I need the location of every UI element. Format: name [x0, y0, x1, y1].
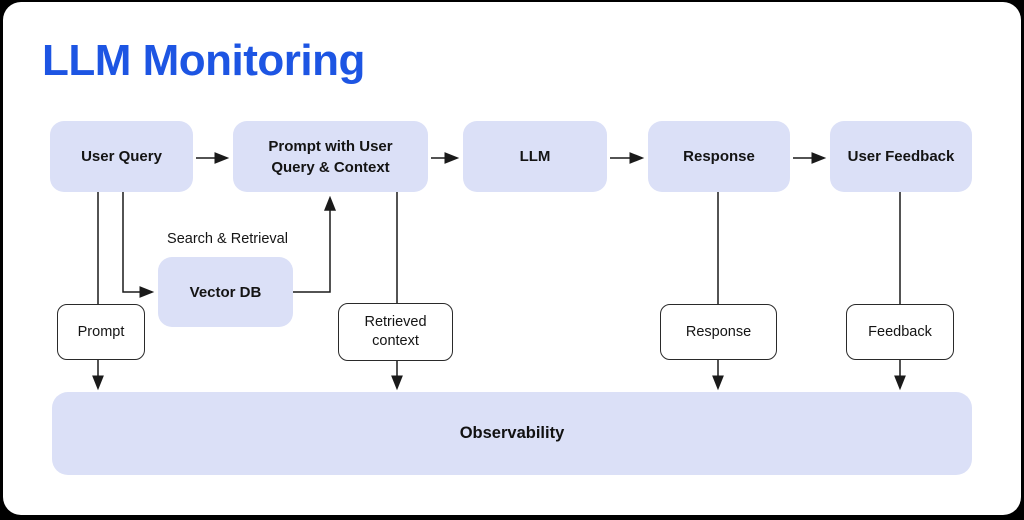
line-userquery-to-vectordb	[122, 192, 155, 298]
tap-prompt: Prompt	[57, 304, 145, 360]
tap-feedback: Feedback	[846, 304, 954, 360]
node-llm: LLM	[463, 121, 607, 192]
page-title: LLM Monitoring	[42, 36, 365, 85]
node-vector-db: Vector DB	[158, 257, 293, 327]
tap-retrieved-context: Retrieved context	[338, 303, 453, 361]
node-user-query: User Query	[50, 121, 193, 192]
node-user-feedback: User Feedback	[830, 121, 972, 192]
node-response: Response	[648, 121, 790, 192]
node-prompt-with-context: Prompt with User Query & Context	[233, 121, 428, 192]
search-retrieval-label: Search & Retrieval	[167, 231, 288, 247]
node-observability: Observability	[52, 392, 972, 475]
line-vectordb-to-promptctx	[293, 195, 336, 293]
tap-response: Response	[660, 304, 777, 360]
observability-label: Observability	[459, 424, 565, 442]
